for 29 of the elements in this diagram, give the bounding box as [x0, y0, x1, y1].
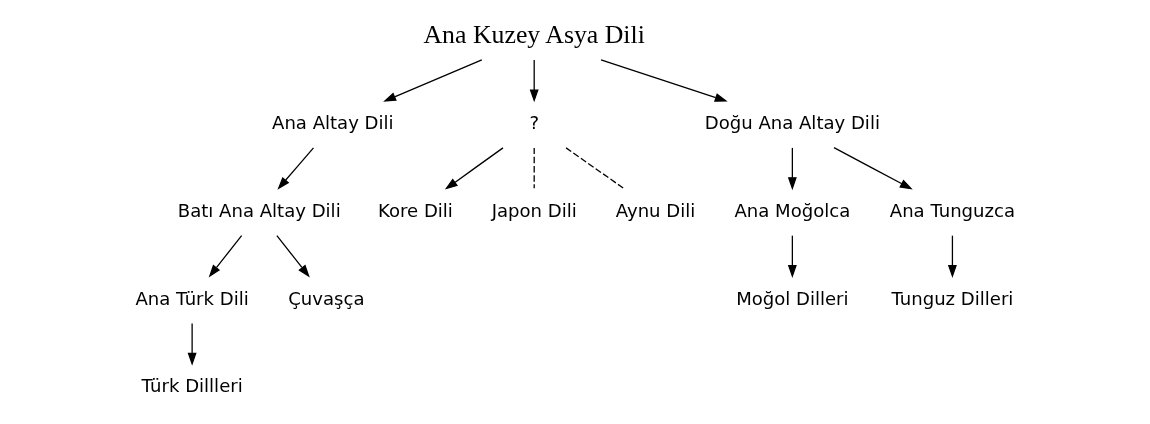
- node-text: Batı Ana Altay Dili: [177, 199, 341, 221]
- arrow: [947, 235, 957, 278]
- arrow: [787, 235, 797, 278]
- node-text: Ana Türk Dili: [135, 287, 249, 309]
- arrow: [187, 322, 197, 366]
- node-text: Ana Altay Dili: [271, 112, 394, 133]
- arrow: [208, 235, 242, 278]
- node-text: Çuvaşça: [287, 287, 364, 309]
- connector: [533, 147, 535, 189]
- node-text: Türk Dillleri: [141, 375, 243, 397]
- arrow: [276, 147, 314, 190]
- arrow: [444, 147, 504, 190]
- node-text: Ana Tunguzca: [889, 199, 1015, 221]
- node-text: Aynu Dili: [615, 199, 695, 221]
- node-text: Doğu Ana Altay Dili: [704, 112, 880, 133]
- node-text: Japon Dili: [491, 199, 577, 221]
- node-text: Moğol Dilleri: [735, 287, 849, 309]
- arrow: [599, 59, 728, 102]
- arrow: [529, 59, 539, 103]
- node-text: ?: [528, 112, 539, 133]
- node-text: Tunguz Dilleri: [891, 287, 1013, 309]
- node-text: Ana Kuzey Asya Dili: [423, 19, 645, 49]
- node-text: Kore Dili: [377, 199, 453, 221]
- arrow: [275, 235, 310, 278]
- node-text: Ana Moğolca: [733, 199, 850, 221]
- arrow: [832, 147, 913, 190]
- connector: [564, 147, 624, 190]
- arrow: [382, 59, 482, 102]
- arrow: [787, 147, 797, 191]
